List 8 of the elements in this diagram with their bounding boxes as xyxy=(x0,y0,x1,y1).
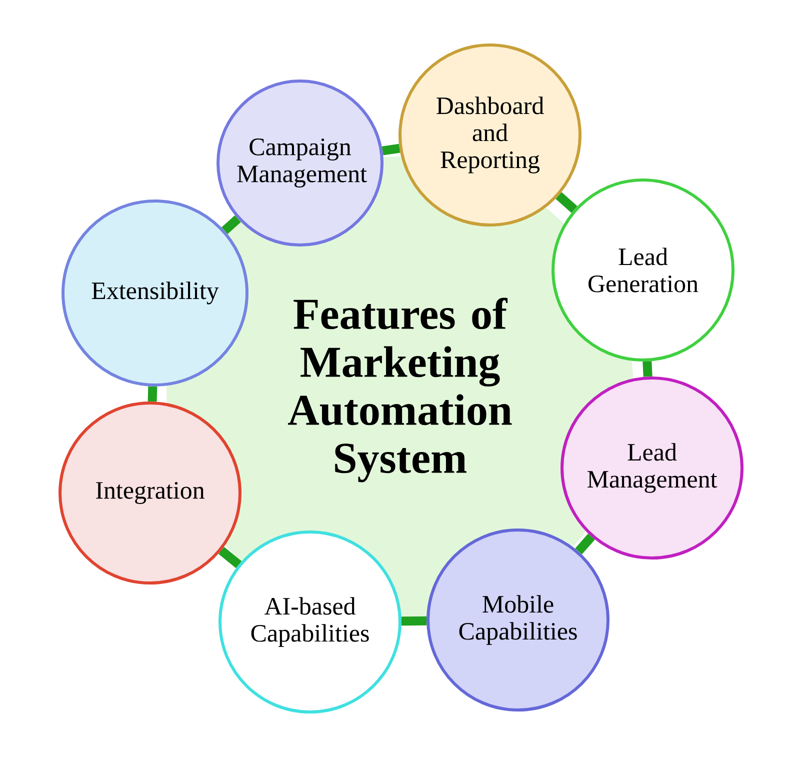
connector xyxy=(556,192,578,213)
connector xyxy=(642,361,652,377)
connector xyxy=(575,534,595,554)
connector xyxy=(401,616,427,626)
connector xyxy=(382,144,400,156)
connector xyxy=(222,215,241,234)
connector xyxy=(218,546,242,568)
connector xyxy=(148,386,158,402)
